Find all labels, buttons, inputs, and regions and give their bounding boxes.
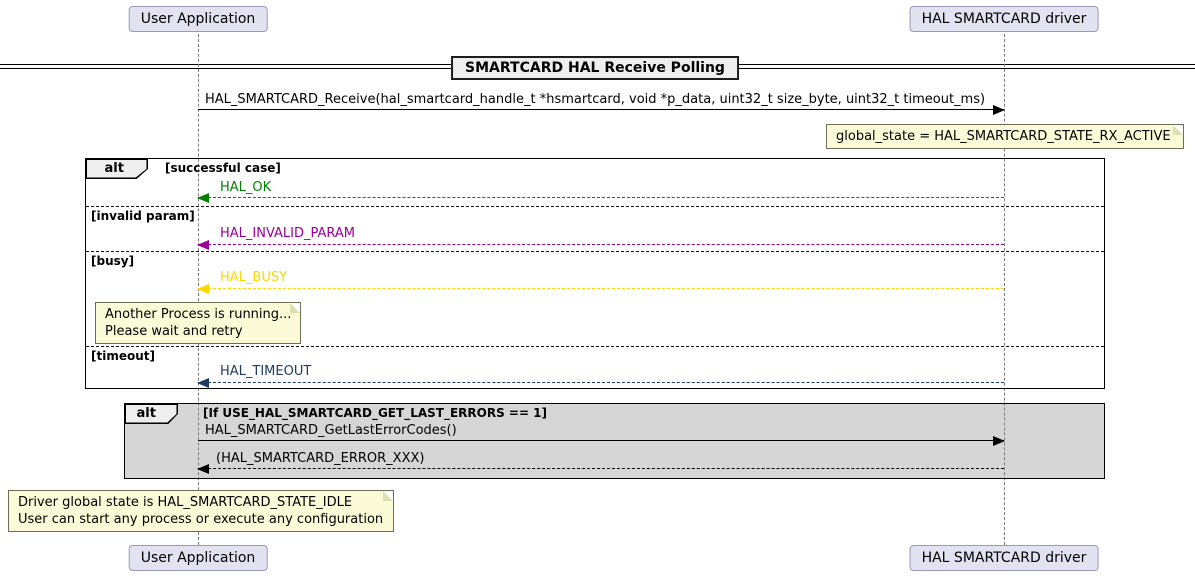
note-fold-icon — [383, 491, 393, 501]
note-fold-icon — [290, 303, 300, 313]
alt-divider-invalid — [86, 206, 1104, 207]
message-error-codes-label: (HAL_SMARTCARD_ERROR_XXX) — [216, 451, 425, 466]
participant-label: User Application — [140, 550, 256, 566]
lifeline-hal-smartcard-driver — [1004, 34, 1005, 545]
note-idle: Driver global state is HAL_SMARTCARD_STA… — [8, 490, 394, 532]
participant-label: HAL SMARTCARD driver — [921, 550, 1087, 566]
message-hal-invalid-param-label: HAL_INVALID_PARAM — [220, 226, 356, 241]
alt-label: alt — [86, 159, 147, 178]
participant-hal-driver-bottom: HAL SMARTCARD driver — [909, 545, 1099, 571]
participant-label: HAL SMARTCARD driver — [921, 11, 1087, 27]
message-hal-busy-label: HAL_BUSY — [220, 270, 288, 285]
message-hal-ok-arrow — [197, 193, 1004, 203]
arrowhead-right-icon — [993, 436, 1005, 446]
message-receive-arrow — [198, 105, 1005, 115]
message-hal-timeout-arrow — [197, 378, 1004, 388]
alt-divider-busy — [86, 251, 1104, 252]
message-receive-label: HAL_SMARTCARD_Receive(hal_smartcard_hand… — [205, 92, 986, 107]
alt-frame-results-tag: alt — [85, 158, 148, 179]
alt-frame-errors-background — [124, 403, 1105, 479]
note-busy-line2: Please wait and retry — [105, 324, 243, 339]
message-error-codes-arrow — [197, 464, 1004, 474]
alt-label: alt — [125, 404, 177, 423]
note-idle-line1: Driver global state is HAL_SMARTCARD_STA… — [18, 495, 353, 510]
arrowhead-left-icon — [197, 193, 209, 203]
alt-case-successful-label: [successful case] — [165, 161, 281, 175]
arrowhead-left-icon — [197, 464, 209, 474]
alt-frame-errors-tag: alt — [124, 403, 178, 424]
diagram-title: SMARTCARD HAL Receive Polling — [451, 56, 739, 80]
note-busy: Another Process is running... Please wai… — [95, 302, 301, 344]
participant-hal-driver-top: HAL SMARTCARD driver — [909, 6, 1099, 32]
participant-user-application-top: User Application — [128, 6, 268, 32]
note-busy-line1: Another Process is running... — [105, 307, 292, 322]
alt-case-busy-label: [busy] — [91, 254, 135, 268]
arrowhead-right-icon — [993, 105, 1005, 115]
arrowhead-left-icon — [197, 284, 209, 294]
participant-user-application-bottom: User Application — [128, 545, 268, 571]
alt-divider-timeout — [86, 346, 1104, 347]
note-fold-icon — [1173, 125, 1183, 135]
message-get-last-errors-arrow — [198, 436, 1005, 446]
message-hal-busy-arrow — [197, 284, 1004, 294]
alt-frame-results — [85, 158, 1105, 389]
note-rx-active: global_state = HAL_SMARTCARD_STATE_RX_AC… — [826, 124, 1184, 149]
message-hal-invalid-param-arrow — [197, 240, 1004, 250]
alt-case-timeout-label: [timeout] — [91, 349, 155, 363]
alt-frame-errors — [124, 403, 1105, 479]
message-hal-ok-label: HAL_OK — [220, 180, 272, 195]
message-hal-timeout-label: HAL_TIMEOUT — [220, 364, 312, 379]
arrowhead-left-icon — [197, 240, 209, 250]
note-idle-line2: User can start any process or execute an… — [18, 512, 384, 527]
arrowhead-left-icon — [197, 378, 209, 388]
participant-label: User Application — [140, 11, 256, 27]
alt-case-invalid-label: [invalid param] — [91, 209, 195, 223]
message-get-last-errors-label: HAL_SMARTCARD_GetLastErrorCodes() — [205, 423, 457, 438]
alt-condition-get-last-errors: [If USE_HAL_SMARTCARD_GET_LAST_ERRORS ==… — [203, 406, 548, 420]
